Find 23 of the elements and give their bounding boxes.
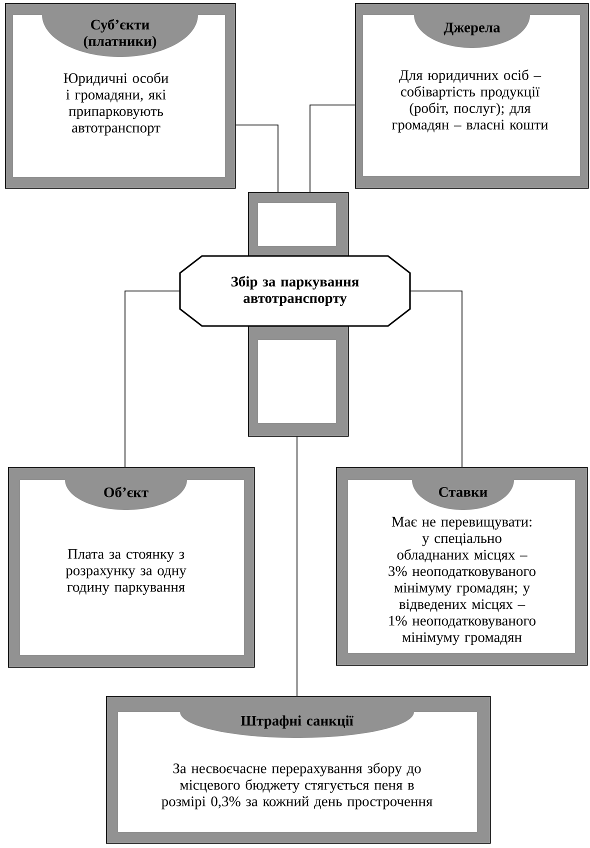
empty-frame: [248, 326, 349, 437]
empty-frame: [248, 192, 349, 257]
info-card: [106, 696, 491, 844]
heading-tab: Ставки: [412, 480, 514, 510]
info-card: [8, 467, 255, 668]
body-text: Має не перевищувати: у спеціально обладнаних місцях – 3% неоподатковуваного мінімуму громадян; у відведених місцях – 1% неоподатковуваного мінімуму громадян: [388, 516, 536, 646]
connector-line: [310, 104, 356, 192]
info-card: [355, 3, 589, 189]
body-text: Для юридичних осіб – собівартість продукції (робіт, послуг); для громадян – власні кошти: [392, 70, 548, 132]
connector-line: [235, 124, 278, 192]
heading-tab: Об’єкт: [65, 480, 187, 510]
heading-tab: Джерела: [414, 15, 530, 48]
body-text: Юридичні особи і громадяни, які припарковують автотранспорт: [64, 72, 168, 136]
body-text: Плата за стоянку з розрахунку за одну годину паркування: [66, 549, 186, 595]
connector-line: [124, 290, 180, 468]
info-card: [5, 3, 236, 189]
body-text: За несвоєчасне перерахування збору до місцевого бюджету стягується пеня в розмірі 0,3% за кожний день прострочення: [162, 762, 432, 810]
heading-tab: Суб’єкти (платники): [42, 15, 198, 57]
connector-line: [410, 290, 462, 468]
octagon-box: Збір за паркування автотранспорту: [179, 255, 411, 327]
heading-tab: Штрафні санкції: [180, 712, 414, 738]
info-card: [336, 467, 588, 666]
connector-line: [296, 436, 298, 696]
